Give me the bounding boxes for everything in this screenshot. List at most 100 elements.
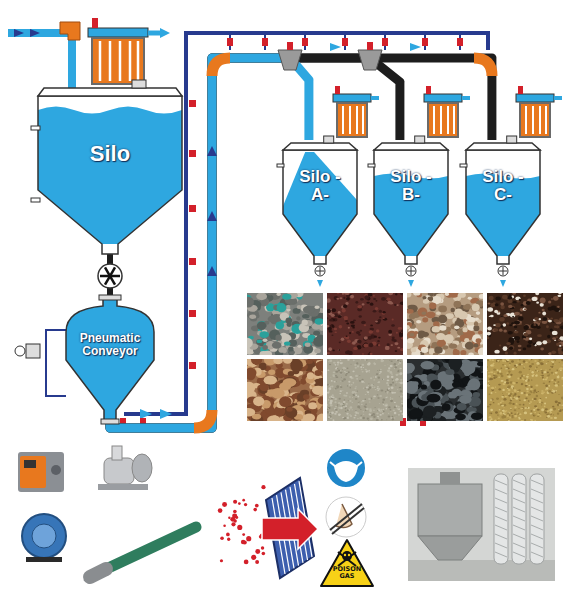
filter-bag — [453, 106, 455, 134]
material-grain — [283, 414, 293, 421]
material-grain — [537, 409, 540, 411]
material-grain — [283, 389, 290, 396]
material-grain — [430, 380, 441, 390]
material-grain — [394, 368, 395, 369]
material-grain — [264, 402, 277, 415]
material-grain — [541, 390, 543, 392]
material-grain — [339, 297, 342, 299]
material-grain — [505, 351, 508, 354]
material-grain — [524, 399, 527, 401]
material-grain — [454, 325, 459, 329]
material-grain — [401, 331, 403, 333]
material-grain — [546, 377, 549, 379]
material-grain — [386, 419, 387, 421]
material-grain — [347, 359, 349, 361]
material-grain — [295, 293, 303, 299]
material-grain — [451, 373, 461, 382]
material-grain — [500, 325, 503, 327]
material-grain — [289, 327, 298, 335]
material-grain — [291, 324, 303, 334]
material-grain — [511, 412, 513, 414]
material-grain — [312, 386, 323, 395]
material-grain — [311, 306, 320, 313]
material-grain — [381, 297, 386, 301]
material-grain — [509, 345, 515, 350]
material-grain — [474, 343, 479, 347]
material-grain — [380, 409, 382, 411]
material-grain — [344, 316, 348, 319]
material-grain — [284, 299, 290, 304]
material-grain — [307, 336, 314, 341]
material-grain — [462, 376, 474, 386]
material-grain — [361, 401, 362, 403]
filter-bag — [539, 106, 541, 134]
material-grain — [281, 349, 287, 353]
material-grain — [505, 396, 507, 398]
material-grain — [521, 375, 524, 378]
material-grain — [537, 391, 539, 392]
material-grain — [247, 382, 255, 394]
material-grain — [467, 317, 476, 322]
material-grain — [349, 376, 352, 378]
material-grain — [517, 378, 519, 380]
material-grain — [343, 404, 344, 406]
material-grain — [332, 396, 335, 398]
material-grain — [533, 322, 536, 324]
material-grain — [400, 302, 403, 305]
material-grain — [437, 350, 441, 353]
material-grain — [438, 305, 447, 312]
material-grain — [422, 296, 426, 299]
material-grain — [498, 376, 499, 377]
material-grain — [462, 389, 471, 395]
material-grain — [543, 359, 545, 361]
material-grain — [367, 293, 372, 296]
material-grain — [271, 388, 285, 399]
material-grain — [274, 309, 281, 314]
material-grain — [477, 319, 481, 323]
material-grain — [369, 408, 372, 410]
material-grain — [327, 325, 329, 328]
material-grain — [248, 309, 258, 317]
material-grain — [275, 349, 284, 355]
material-grain — [369, 412, 370, 414]
material-grain — [456, 305, 465, 311]
material-grain — [488, 375, 491, 378]
material-grain — [538, 312, 540, 314]
material-grain — [254, 302, 259, 307]
material-grain — [541, 375, 543, 376]
material-grain — [395, 385, 396, 386]
material-grain — [553, 390, 556, 392]
material-grain — [517, 413, 520, 415]
material-grain — [441, 324, 445, 327]
material-grain — [315, 318, 323, 324]
material-grain — [330, 400, 333, 403]
material-grain — [487, 406, 490, 408]
material-grain — [428, 379, 438, 386]
material-grain — [453, 312, 459, 316]
material-grain — [535, 342, 537, 344]
material-grain — [382, 379, 384, 380]
material-grain — [337, 364, 339, 365]
material-grain — [495, 392, 497, 393]
material-grain — [369, 330, 374, 333]
material-grain — [266, 341, 275, 349]
material-grain — [395, 415, 397, 417]
material-grain — [302, 319, 313, 329]
material-grain — [289, 350, 295, 354]
material-grain — [343, 417, 345, 419]
material-grain — [343, 378, 346, 380]
material-grain — [458, 293, 466, 298]
material-grain — [543, 382, 545, 384]
material-grain — [328, 384, 330, 385]
material-grain — [360, 330, 363, 332]
material-grain — [514, 321, 520, 325]
material-grain — [507, 296, 512, 300]
dust-particle — [238, 502, 241, 505]
material-grain — [345, 416, 346, 418]
dust-particle — [255, 504, 259, 508]
filter-bag — [119, 41, 122, 81]
material-grain — [328, 327, 332, 331]
material-grain — [438, 344, 443, 347]
material-grain — [285, 297, 297, 305]
material-grain — [516, 390, 519, 392]
